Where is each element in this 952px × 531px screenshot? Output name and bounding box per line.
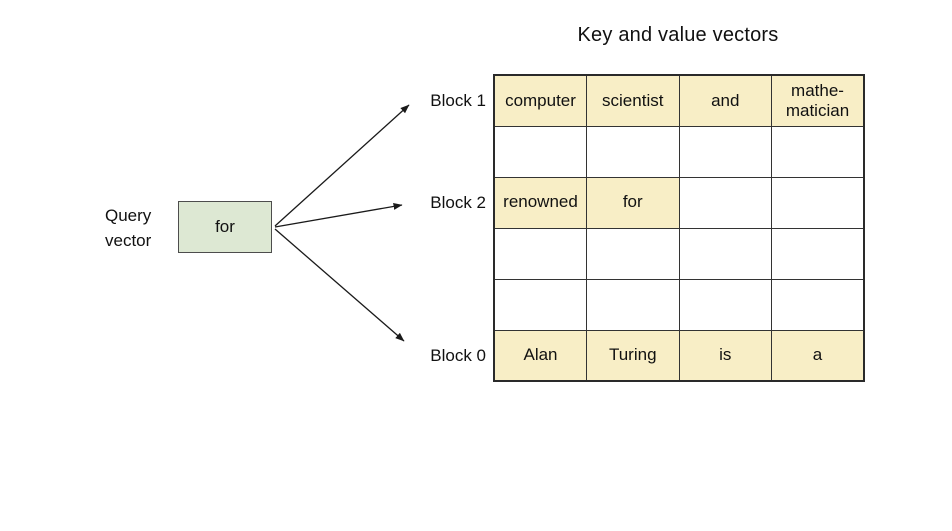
query-vector-box: for [178, 201, 272, 253]
table-cell [771, 278, 865, 331]
table-cell: Turing [586, 329, 680, 382]
table-cell [678, 278, 772, 331]
table-cell [586, 227, 680, 280]
table-cell [586, 125, 680, 178]
block-0-label: Block 0 [430, 346, 486, 365]
table-row [493, 125, 865, 178]
table-cell [493, 227, 587, 280]
table-cell: Alan [493, 329, 587, 382]
block-1-label: Block 1 [430, 91, 486, 110]
table-cell: renowned [493, 176, 587, 229]
table-cell [493, 125, 587, 178]
table-cell: and [678, 74, 772, 127]
query-vector-box-text: for [215, 217, 235, 236]
diagram-title: Key and value vectors [577, 24, 779, 46]
table-cell: for [586, 176, 680, 229]
table-cell [771, 227, 865, 280]
table-cell [493, 278, 587, 331]
table-cell [586, 278, 680, 331]
table-cell [678, 125, 772, 178]
table-cell [771, 176, 865, 229]
table-cell: a [771, 329, 865, 382]
table-row [493, 278, 865, 331]
table-cell [678, 176, 772, 229]
table-cell: is [678, 329, 772, 382]
table-row [493, 227, 865, 280]
arrow-to-block-1 [274, 104, 410, 227]
arrow-to-block-0 [274, 228, 405, 342]
table-cell: scientist [586, 74, 680, 127]
arrow-to-block-2 [274, 203, 403, 228]
table-cell [771, 125, 865, 178]
query-vector-label: Query vector [105, 206, 152, 250]
table-cell: mathe- matician [771, 74, 865, 127]
table-cell [678, 227, 772, 280]
table-cell: computer [493, 74, 587, 127]
block-2-label: Block 2 [430, 193, 486, 212]
